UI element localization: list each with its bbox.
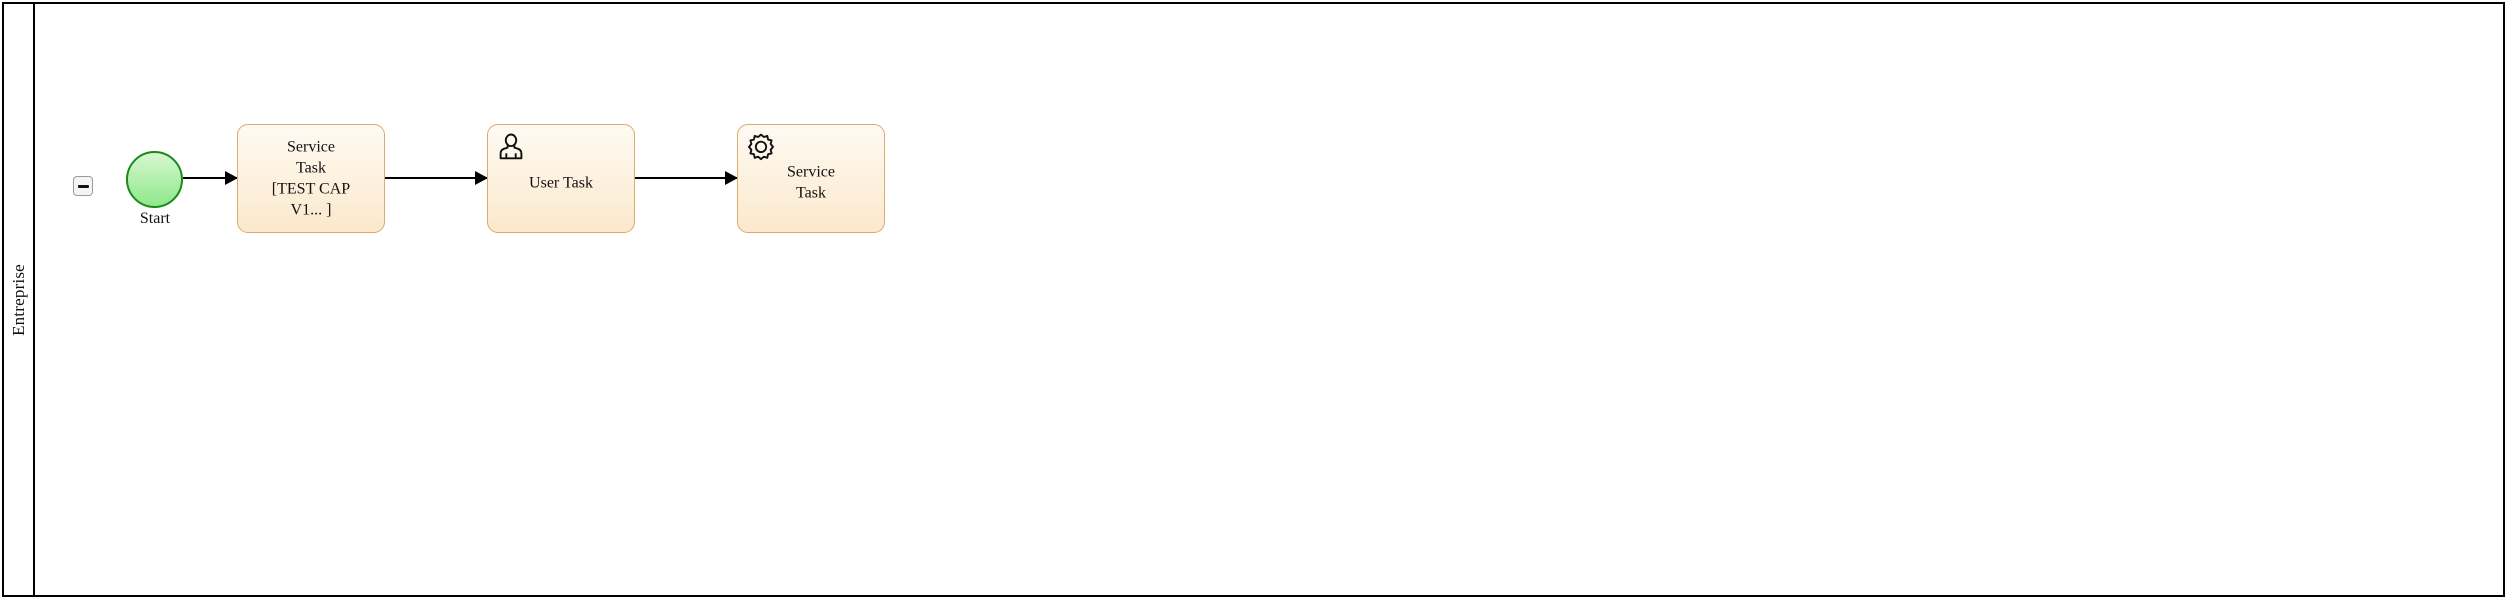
lane-title: Entreprise: [8, 263, 28, 336]
minus-icon: [77, 184, 89, 188]
lane-collapse-button[interactable]: [73, 176, 93, 196]
task-service-1[interactable]: Service Task [TEST CAP V1... ]: [237, 124, 385, 233]
task-service-2[interactable]: Service Task: [737, 124, 885, 233]
user-icon: [496, 132, 526, 162]
sequence-flow-3[interactable]: [635, 171, 738, 185]
lane-header[interactable]: Entreprise: [4, 4, 35, 595]
task-user-1[interactable]: User Task: [487, 124, 635, 233]
start-event[interactable]: [126, 151, 183, 208]
sequence-flow-1[interactable]: [183, 171, 238, 185]
gear-icon: [746, 132, 776, 162]
task-user-1-label: User Task: [529, 174, 593, 192]
arrowhead-icon: [725, 171, 738, 185]
arrowhead-icon: [225, 171, 238, 185]
arrowhead-icon: [475, 171, 488, 185]
task-service-2-label: Service Task: [787, 163, 835, 202]
lane-body: Start Service Task [TEST CAP V1... ]: [35, 4, 2503, 595]
task-service-1-label: Service Task [TEST CAP V1... ]: [271, 137, 351, 219]
sequence-flow-2[interactable]: [385, 171, 488, 185]
start-event-label: Start: [139, 210, 171, 227]
